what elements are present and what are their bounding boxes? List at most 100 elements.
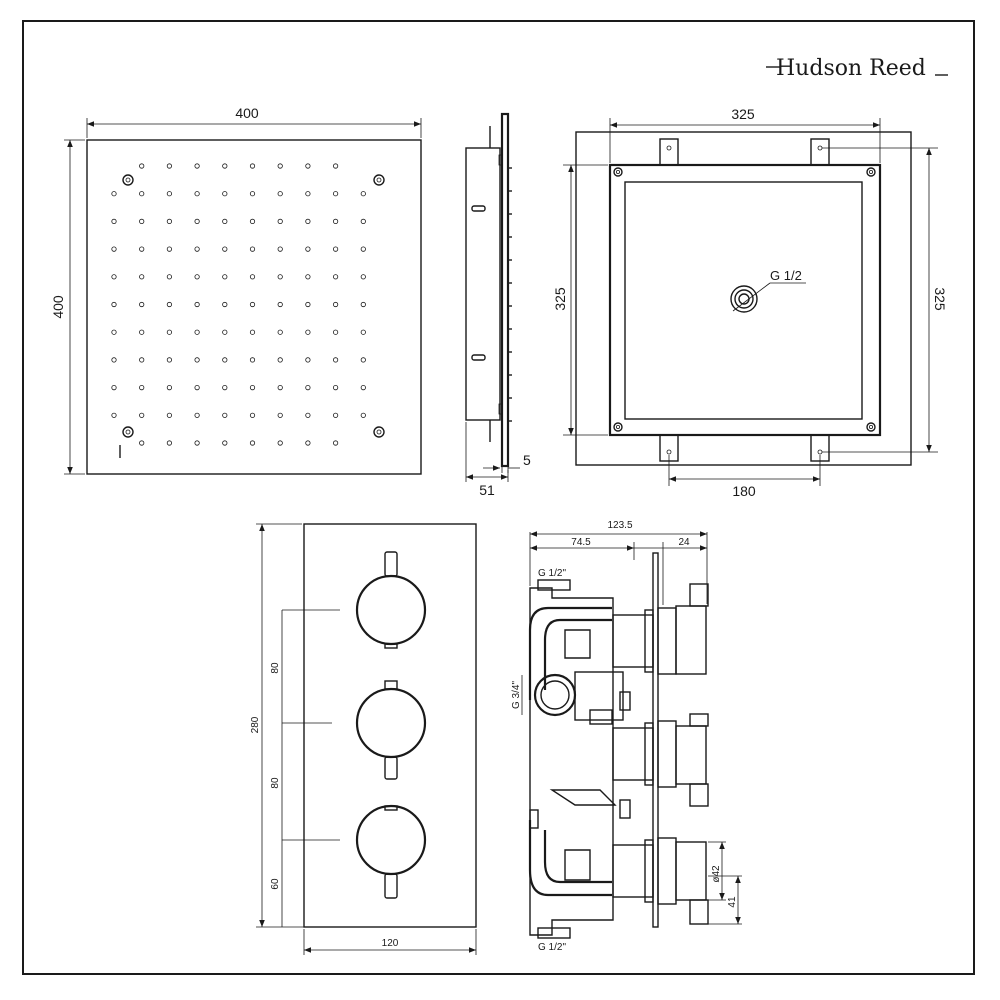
nozzle: [277, 301, 283, 308]
nozzle: [222, 218, 228, 224]
nozzle: [222, 384, 228, 391]
handle-middle: [355, 687, 427, 759]
valve-side-view: 123.5 74.5 24 G 1/2" G 1/2" G 3/4" ø42 4…: [511, 520, 742, 953]
inner-frame: [624, 181, 863, 420]
nozzle: [139, 412, 145, 418]
nozzle: [139, 163, 145, 169]
nozzle: [166, 384, 172, 391]
nozzle: [277, 191, 283, 197]
nozzle: [111, 274, 117, 280]
nozzle: [139, 191, 145, 197]
bracket-height-dim: 325: [932, 287, 948, 311]
nozzle: [305, 329, 311, 335]
handle-bottom: [355, 804, 427, 876]
nozzle: [139, 218, 145, 224]
nozzle: [139, 384, 145, 391]
nozzle: [360, 246, 366, 252]
handle-side-middle: [675, 725, 707, 785]
nozzle: [222, 440, 228, 446]
nozzle: [360, 384, 366, 391]
valve-outlet-label: G 3/4": [511, 681, 522, 709]
nozzle: [139, 440, 145, 446]
valve-handle-diameter-dim: ø42: [711, 865, 722, 883]
nozzle: [111, 357, 117, 363]
frame-height-dim: 325: [552, 287, 568, 311]
nozzle: [249, 191, 256, 197]
nozzle: [111, 384, 117, 391]
valve-height-dim: 280: [250, 716, 261, 733]
nozzle: [305, 274, 311, 280]
nozzle: [111, 191, 117, 197]
nozzle: [360, 274, 366, 280]
nozzle: [332, 329, 339, 335]
valve-front-view: 80 80 60 280 120: [250, 523, 477, 955]
valve-handle-depth-dim: 24: [678, 537, 690, 548]
nozzle-grid: [111, 163, 366, 446]
nozzle: [139, 301, 145, 308]
nozzle: [194, 384, 200, 391]
nozzle: [194, 301, 200, 308]
nozzle: [194, 329, 200, 335]
nozzle: [222, 357, 228, 363]
brand-text: Hudson Reed: [776, 56, 926, 81]
nozzle: [332, 163, 339, 169]
nozzle: [139, 357, 145, 363]
nozzle: [222, 246, 228, 252]
bracket-spacing-dim: 180: [732, 483, 756, 499]
valve-body-depth-dim: 74.5: [571, 537, 591, 548]
nozzle: [249, 163, 256, 169]
nozzle: [305, 440, 311, 446]
nozzle: [277, 412, 283, 418]
drawing-frame: [22, 20, 975, 975]
nozzle: [360, 357, 366, 363]
nozzle: [332, 412, 339, 418]
mounting-frame: [608, 163, 882, 437]
nozzle: [166, 357, 172, 363]
nozzle: [332, 384, 339, 391]
nozzle: [222, 329, 228, 335]
nozzle: [249, 384, 256, 391]
nozzle: [249, 218, 256, 224]
nozzle: [277, 357, 283, 363]
nozzle: [111, 301, 117, 308]
shower-head-front-view: 400 400: [50, 105, 422, 475]
nozzle: [277, 274, 283, 280]
nozzle: [194, 163, 200, 169]
nozzle: [194, 246, 200, 252]
nozzle: [111, 218, 117, 224]
valve-handle-length-dim: 41: [727, 896, 738, 908]
nozzle: [166, 191, 172, 197]
handle-side-bottom: [675, 841, 707, 901]
valve-inlet-bottom-label: G 1/2": [538, 942, 566, 953]
side-nozzles: [508, 167, 512, 422]
nozzle: [166, 329, 172, 335]
head-depth-dim: 51: [479, 482, 495, 498]
nozzle: [332, 274, 339, 280]
nozzle: [249, 329, 256, 335]
nozzle: [332, 218, 339, 224]
nozzle: [305, 246, 311, 252]
nozzle: [332, 357, 339, 363]
nozzle: [166, 412, 172, 418]
nozzle: [305, 163, 311, 169]
valve-plate: [303, 523, 477, 928]
valve-spacing-bottom-dim: 60: [270, 878, 281, 890]
nozzle: [222, 163, 228, 169]
valve-width-dim: 120: [382, 938, 399, 949]
nozzle: [249, 440, 256, 446]
nozzle: [222, 191, 228, 197]
nozzle: [305, 301, 311, 308]
nozzle: [166, 440, 172, 446]
nozzle: [360, 301, 366, 308]
back-connection-label: G 1/2: [770, 268, 802, 283]
frame-width-dim: 325: [731, 106, 755, 122]
nozzle: [249, 246, 256, 252]
nozzle: [277, 163, 283, 169]
nozzle: [166, 301, 172, 308]
nozzle: [194, 412, 200, 418]
nozzle: [194, 218, 200, 224]
nozzle: [360, 191, 366, 197]
nozzle: [222, 301, 228, 308]
nozzle: [111, 329, 117, 335]
